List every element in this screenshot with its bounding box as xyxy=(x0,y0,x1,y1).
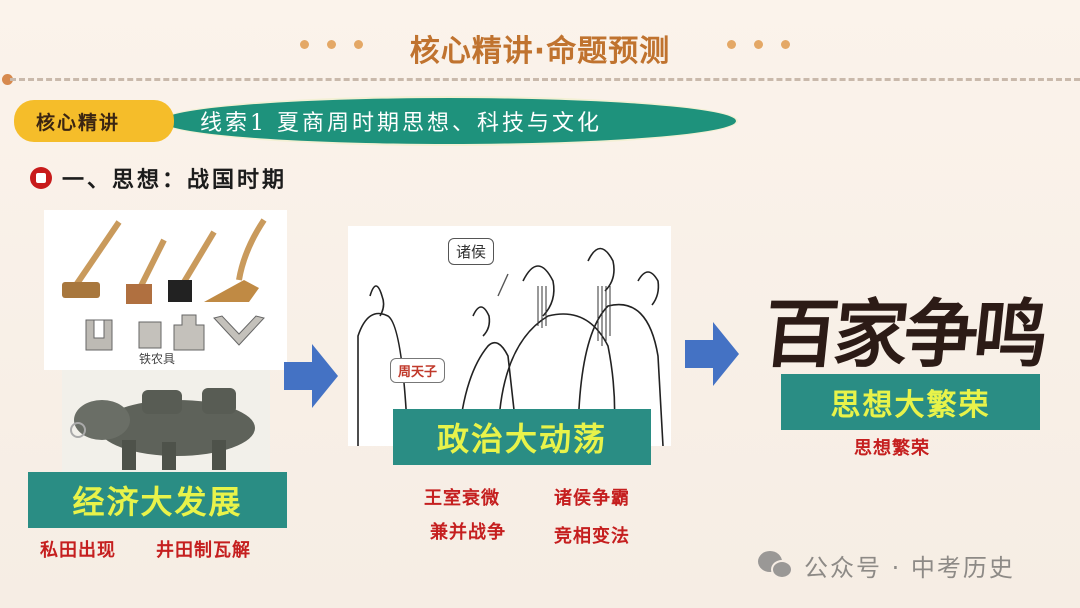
economy-detail-1: 私田出现 xyxy=(40,540,116,561)
header-divider xyxy=(10,78,1080,81)
page-title: 核心精讲·命题预测 xyxy=(409,34,671,69)
speech-bubble-lords: 诸侯 xyxy=(448,238,495,265)
farm-tools-illustration xyxy=(62,218,267,351)
politics-detail-3: 兼并战争 xyxy=(430,522,506,543)
watermark: 公众号 · 中考历史 xyxy=(758,548,1015,583)
decorative-dots-right xyxy=(727,40,790,49)
arrow-right-icon xyxy=(284,344,338,408)
bronze-vessel-illustration xyxy=(70,388,255,470)
politics-label: 政治大动荡 xyxy=(393,409,651,465)
arrow-right-icon xyxy=(685,322,739,386)
thought-detail-1: 思想繁荣 xyxy=(854,438,930,459)
speech-bubble-king: 周天子 xyxy=(390,358,446,383)
core-tab: 核心精讲 xyxy=(14,100,174,142)
clue-tab: 线索1 夏商周时期思想、科技与文化 xyxy=(160,96,738,146)
thought-label: 思想大繁荣 xyxy=(781,374,1040,430)
core-tab-label: 核心精讲 xyxy=(36,111,121,134)
decorative-dots-left xyxy=(300,40,363,49)
clue-tab-label: 线索1 夏商周时期思想、科技与文化 xyxy=(200,111,602,136)
bronze-ox-vessel-image xyxy=(62,370,270,472)
economy-label: 经济大发展 xyxy=(28,472,287,528)
wechat-icon xyxy=(758,550,796,581)
calligraphy-title: 百家争鸣 xyxy=(759,292,1049,378)
watermark-text: 公众号 · 中考历史 xyxy=(804,554,1015,582)
tools-caption: 铁农具 xyxy=(139,352,176,366)
politics-detail-2: 诸侯争霸 xyxy=(554,488,630,509)
section-heading: 一、思想：战国时期 xyxy=(30,162,287,194)
divider-dot xyxy=(2,74,13,85)
bullet-icon xyxy=(30,167,52,189)
politics-detail-4: 竞相变法 xyxy=(554,526,630,547)
economy-detail-2: 井田制瓦解 xyxy=(156,540,251,561)
section-heading-text: 一、思想：战国时期 xyxy=(62,167,288,193)
politics-detail-1: 王室衰微 xyxy=(424,488,500,509)
iron-farm-tools-image: 铁农具 xyxy=(44,210,287,370)
